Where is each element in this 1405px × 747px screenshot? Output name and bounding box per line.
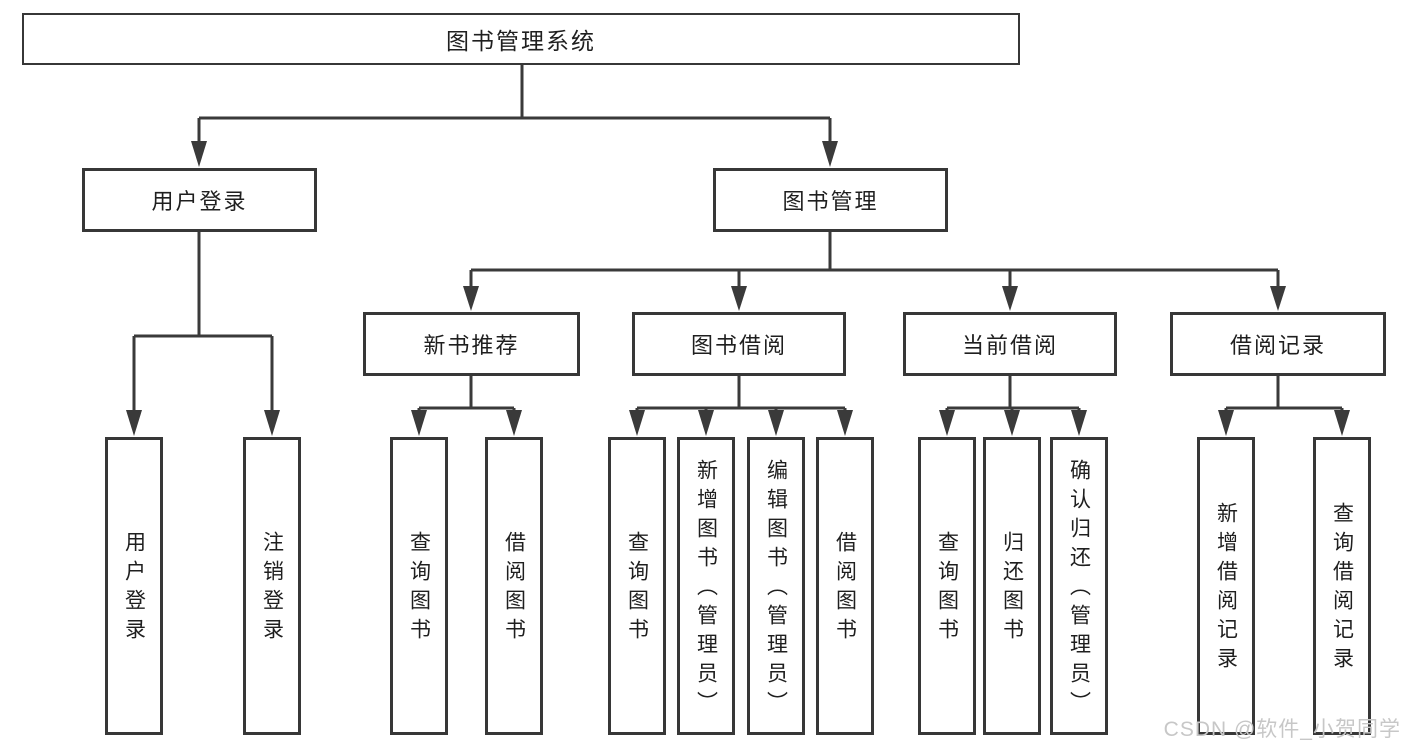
node-book-management-label: 图书管理 [782, 189, 879, 214]
leaf-query-books-current: 查询图书 [918, 437, 976, 735]
node-user-login: 用户登录 [82, 168, 317, 232]
leaf-add-books-admin-label: 新增图书（管理员） [694, 458, 718, 720]
leaf-query-books-current-label: 查询图书 [935, 531, 959, 647]
node-user-login-label: 用户登录 [151, 189, 248, 214]
leaf-query-books-recommend-label: 查询图书 [407, 531, 431, 647]
leaf-logout-label: 注销登录 [260, 531, 284, 647]
leaf-query-books-borrowing: 查询图书 [608, 437, 666, 735]
leaf-query-books-recommend: 查询图书 [390, 437, 448, 735]
node-borrowing-records-label: 借阅记录 [1229, 333, 1326, 358]
node-root-label: 图书管理系统 [446, 28, 596, 54]
leaf-query-borrow-record-label: 查询借阅记录 [1330, 502, 1354, 676]
node-new-book-recommend-label: 新书推荐 [423, 333, 520, 358]
leaf-user-login-label: 用户登录 [122, 531, 146, 647]
leaf-return-books-label: 归还图书 [1000, 531, 1024, 647]
node-new-book-recommend: 新书推荐 [363, 312, 580, 376]
csdn-watermark: CSDN @软件_小贺同学 [1163, 718, 1401, 741]
node-current-borrowing-label: 当前借阅 [961, 333, 1058, 358]
leaf-confirm-return-admin-label: 确认归还（管理员） [1067, 458, 1091, 720]
leaf-add-borrow-record: 新增借阅记录 [1197, 437, 1255, 735]
leaf-user-login: 用户登录 [105, 437, 163, 735]
leaf-add-borrow-record-label: 新增借阅记录 [1214, 502, 1238, 676]
node-borrowing-records: 借阅记录 [1170, 312, 1386, 376]
leaf-logout: 注销登录 [243, 437, 301, 735]
leaf-query-borrow-record: 查询借阅记录 [1313, 437, 1371, 735]
leaf-edit-books-admin: 编辑图书（管理员） [747, 437, 805, 735]
node-root: 图书管理系统 [22, 13, 1020, 65]
leaf-query-books-borrowing-label: 查询图书 [625, 531, 649, 647]
leaf-borrow-books-label: 借阅图书 [833, 531, 857, 647]
leaf-add-books-admin: 新增图书（管理员） [677, 437, 735, 735]
leaf-confirm-return-admin: 确认归还（管理员） [1050, 437, 1108, 735]
node-book-management: 图书管理 [713, 168, 948, 232]
leaf-return-books: 归还图书 [983, 437, 1041, 735]
node-current-borrowing: 当前借阅 [903, 312, 1117, 376]
leaf-edit-books-admin-label: 编辑图书（管理员） [764, 458, 788, 720]
leaf-borrow-books-recommend: 借阅图书 [485, 437, 543, 735]
leaf-borrow-books-recommend-label: 借阅图书 [502, 531, 526, 647]
node-book-borrowing: 图书借阅 [632, 312, 846, 376]
leaf-borrow-books: 借阅图书 [816, 437, 874, 735]
node-book-borrowing-label: 图书借阅 [690, 333, 787, 358]
